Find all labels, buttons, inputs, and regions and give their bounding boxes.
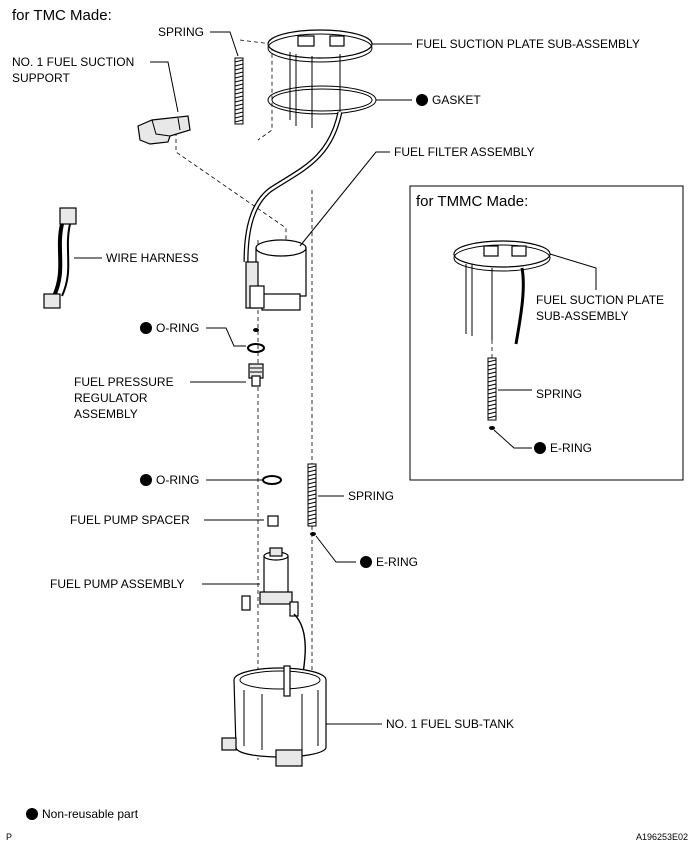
gasket-part	[267, 85, 377, 115]
spring-top-axis-line	[239, 39, 273, 141]
spring-mid-part	[307, 463, 317, 527]
tmmc-e-ring-non-reusable-icon	[534, 442, 546, 454]
footer-left: P	[6, 832, 12, 842]
tmmc-e-ring-part	[489, 426, 495, 430]
tmmc-spring-part	[487, 357, 497, 421]
tmmc-spring-label: SPRING	[536, 387, 582, 401]
wire-harness-label: WIRE HARNESS	[106, 251, 199, 265]
suction-support-label-line2: SUPPORT	[12, 71, 70, 85]
gasket-label: GASKET	[432, 93, 481, 107]
wire-harness-part	[43, 207, 77, 309]
spring-top-label: SPRING	[158, 25, 204, 39]
fuel-sub-tank-part	[221, 665, 327, 767]
pressure-regulator-part	[248, 363, 264, 387]
o-ring-1-leader	[206, 327, 246, 347]
pressure-regulator-label-line2: REGULATOR	[74, 391, 148, 405]
spring-top-leader	[210, 31, 239, 57]
tmmc-inset-panel: for TMMC Made: FUEL SUCTION PLATE SUB-AS…	[409, 185, 684, 481]
fuel-filter-part	[245, 239, 307, 311]
pump-spacer-part	[267, 515, 279, 527]
tmmc-e-ring-label: E-RING	[550, 441, 592, 455]
e-ring-mid-non-reusable-icon	[360, 556, 372, 568]
tmc-header: for TMC Made:	[12, 7, 112, 24]
suction-plate-part	[267, 29, 373, 128]
o-ring-2-non-reusable-icon	[140, 474, 152, 486]
o-ring-2-label: O-RING	[156, 473, 199, 487]
footer-figure-id: A196253E02	[636, 832, 688, 842]
o-ring-1-non-reusable-icon	[140, 322, 152, 334]
tmmc-suction-plate-part	[453, 240, 551, 345]
suction-support-part	[137, 115, 191, 145]
gasket-non-reusable-icon	[416, 94, 428, 106]
suction-plate-label: FUEL SUCTION PLATE SUB-ASSEMBLY	[416, 37, 640, 51]
pressure-regulator-label-line3: ASSEMBLY	[74, 407, 138, 421]
fuel-hose-part	[243, 111, 343, 263]
o-ring-1-part	[247, 343, 265, 353]
pump-spacer-label: FUEL PUMP SPACER	[70, 513, 190, 527]
o-ring-1-label: O-RING	[156, 321, 199, 335]
fuel-filter-label: FUEL FILTER ASSEMBLY	[394, 145, 534, 159]
suction-support-leader	[150, 61, 179, 113]
legend-text: Non-reusable part	[42, 807, 139, 821]
legend-non-reusable-icon	[26, 808, 38, 820]
spring-mid-label: SPRING	[348, 489, 394, 503]
tmmc-suction-plate-label-line1: FUEL SUCTION PLATE	[536, 293, 664, 307]
tmmc-suction-plate-label-line2: SUB-ASSEMBLY	[536, 309, 628, 323]
tmmc-e-ring-leader	[493, 429, 532, 449]
o-ring-1-small-part	[253, 328, 259, 332]
fuel-pump-label: FUEL PUMP ASSEMBLY	[50, 577, 185, 591]
tmmc-suction-plate-leader	[549, 253, 597, 290]
o-ring-2-part	[262, 475, 282, 485]
fuel-pump-part	[241, 547, 299, 617]
e-ring-mid-part	[310, 532, 316, 536]
e-ring-mid-label: E-RING	[376, 555, 418, 569]
spring-top-part	[234, 57, 244, 125]
suction-support-label-line1: NO. 1 FUEL SUCTION	[12, 55, 134, 69]
tmmc-header: for TMMC Made:	[416, 193, 528, 210]
support-axis-line	[175, 132, 287, 250]
sub-tank-label: NO. 1 FUEL SUB-TANK	[386, 717, 514, 731]
e-ring-mid-leader	[315, 535, 356, 563]
pressure-regulator-label-line1: FUEL PRESSURE	[74, 375, 174, 389]
fuel-filter-leader	[299, 151, 390, 247]
